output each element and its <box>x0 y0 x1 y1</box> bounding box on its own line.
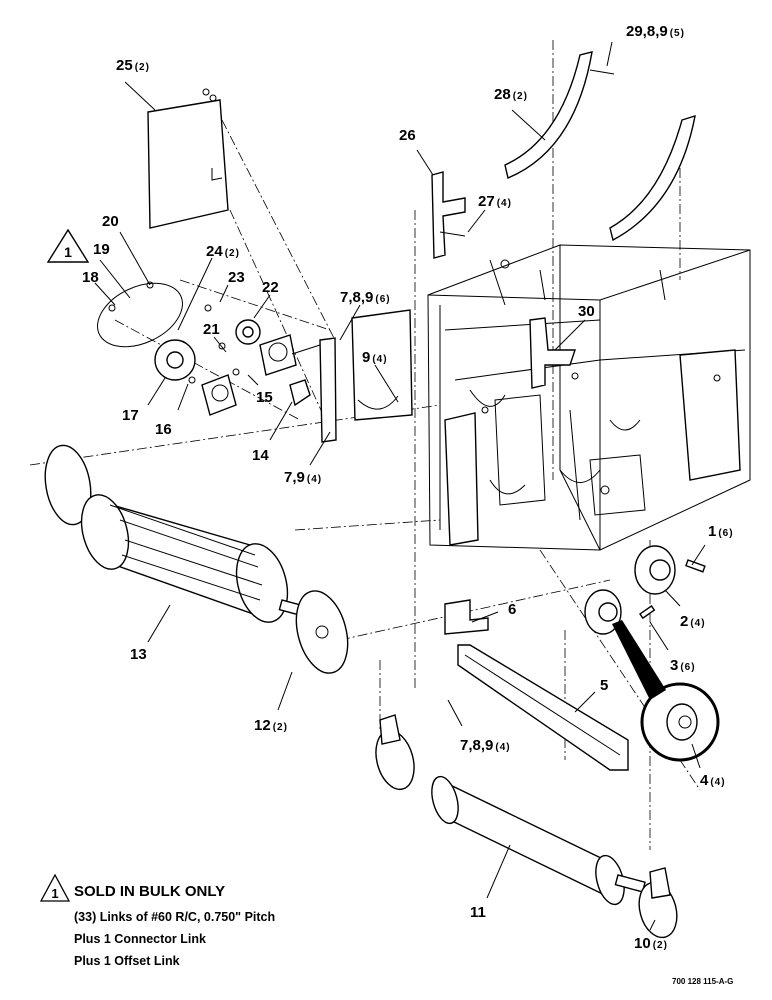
drawing-number: 700 128 115-A-G <box>672 977 734 986</box>
callout-13: 13 <box>130 646 147 663</box>
strip-28-upper <box>504 51 593 179</box>
roller-13 <box>44 444 349 674</box>
callout-15: 15 <box>256 389 273 406</box>
bar-5 <box>457 644 629 771</box>
callout-23: 23 <box>228 269 245 286</box>
callout-25: 25(2) <box>116 57 150 74</box>
bulk-note-title: SOLD IN BULK ONLY <box>74 883 226 900</box>
side-plate-middle <box>444 412 479 546</box>
callout-4: 4(4) <box>700 772 726 789</box>
callout-9: 9(4) <box>362 349 388 366</box>
bulk-note-marker: 1 <box>46 228 90 263</box>
callout-17: 17 <box>122 407 139 424</box>
callout-20: 20 <box>102 213 119 230</box>
roller-11 <box>375 714 678 939</box>
drive-components <box>97 281 321 416</box>
cover-plate-25 <box>147 99 229 229</box>
bulk-note-marker-number: 1 <box>64 244 72 260</box>
bulk-note-symbol: 1 <box>40 874 70 902</box>
bracket-26 <box>431 171 466 259</box>
callout-26: 26 <box>399 127 416 144</box>
strip-28-lower <box>609 114 696 242</box>
callout-5: 5 <box>600 677 608 694</box>
callout-21: 21 <box>203 321 220 338</box>
callout-18: 18 <box>82 269 99 286</box>
callout-1: 1(6) <box>708 523 734 540</box>
side-plate-left <box>351 309 413 421</box>
callout-7-9: 7,9(4) <box>284 469 322 486</box>
callout-22: 22 <box>262 279 279 296</box>
callout-10: 10(2) <box>634 935 668 952</box>
callout-27: 27(4) <box>478 193 512 210</box>
bracket-6 <box>444 599 489 635</box>
bulk-note-symbol-number: 1 <box>51 886 58 901</box>
bulk-note-line-1: (33) Links of #60 R/C, 0.750" Pitch <box>74 910 276 924</box>
callout-28: 28(2) <box>494 86 528 103</box>
callout-24: 24(2) <box>206 243 240 260</box>
callout-7-8-9-upper: 7,8,9(6) <box>340 289 391 306</box>
callout-2: 2(4) <box>680 613 706 630</box>
callout-labels: 29,8,9(5) 28(2) 25(2) 26 27(4) 20 19 18 … <box>82 23 734 952</box>
main-frame <box>427 244 751 551</box>
callout-16: 16 <box>155 421 172 438</box>
callout-30: 30 <box>578 303 595 320</box>
callout-29-8-9: 29,8,9(5) <box>626 23 685 40</box>
parts-drawing <box>147 51 696 771</box>
bulk-note-line-2: Plus 1 Connector Link <box>74 932 206 946</box>
callout-11: 11 <box>470 904 486 921</box>
callout-6: 6 <box>508 601 516 618</box>
bracket-30 <box>529 317 576 389</box>
bearings <box>584 545 720 762</box>
callout-3: 3(6) <box>670 657 696 674</box>
side-plate-right-upper <box>319 337 337 443</box>
callout-7-8-9-lower: 7,8,9(4) <box>460 737 511 754</box>
leader-lines <box>94 41 706 931</box>
callout-12: 12(2) <box>254 717 288 734</box>
bulk-note-line-3: Plus 1 Offset Link <box>74 954 180 968</box>
callout-14: 14 <box>252 447 269 464</box>
callout-19: 19 <box>93 241 110 258</box>
